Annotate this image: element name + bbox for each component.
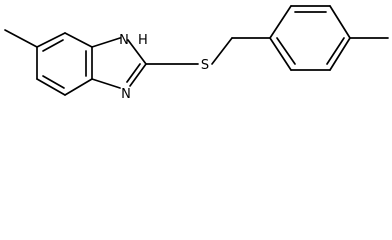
bond-methyl-benzo: [4, 29, 38, 48]
double-bond-ar-2: [326, 37, 345, 65]
bond-ar3-ar4: [329, 5, 351, 39]
double-bond-c2-n3: [129, 63, 147, 87]
bond-c4-c8: [64, 78, 93, 96]
bond-n3-c7a: [91, 78, 121, 89]
single-bonds: [4, 5, 389, 96]
atom-labels: H N N S: [119, 33, 209, 102]
double-bond-c2-n3-inner: [126, 63, 141, 83]
bond-c5-c6: [36, 32, 66, 48]
atom-s-label: S: [201, 58, 209, 73]
bond-c7-c8: [36, 78, 66, 96]
bond-c3a-n1: [91, 37, 121, 48]
double-bond-lines: [42, 11, 345, 89]
atom-h-label: H: [138, 33, 148, 48]
bond-n1-c2: [127, 39, 147, 65]
double-bond-benzo-2: [42, 75, 65, 89]
benzo-ring-bonds: [36, 32, 93, 96]
bond-s-ch2: [211, 37, 233, 65]
bond-ar6-ar1: [269, 37, 292, 71]
atom-n-nh-label: N: [119, 33, 129, 48]
bond-ar4-ar5: [329, 37, 351, 71]
atom-n-imine-label: N: [121, 87, 131, 102]
bond-ar1-ar2: [269, 5, 292, 39]
double-bond-benzo-1: [42, 39, 64, 52]
double-bond-ar-3: [276, 37, 296, 65]
bond-c5-c4: [64, 32, 93, 48]
molecule-structure: H N N S: [4, 5, 389, 102]
